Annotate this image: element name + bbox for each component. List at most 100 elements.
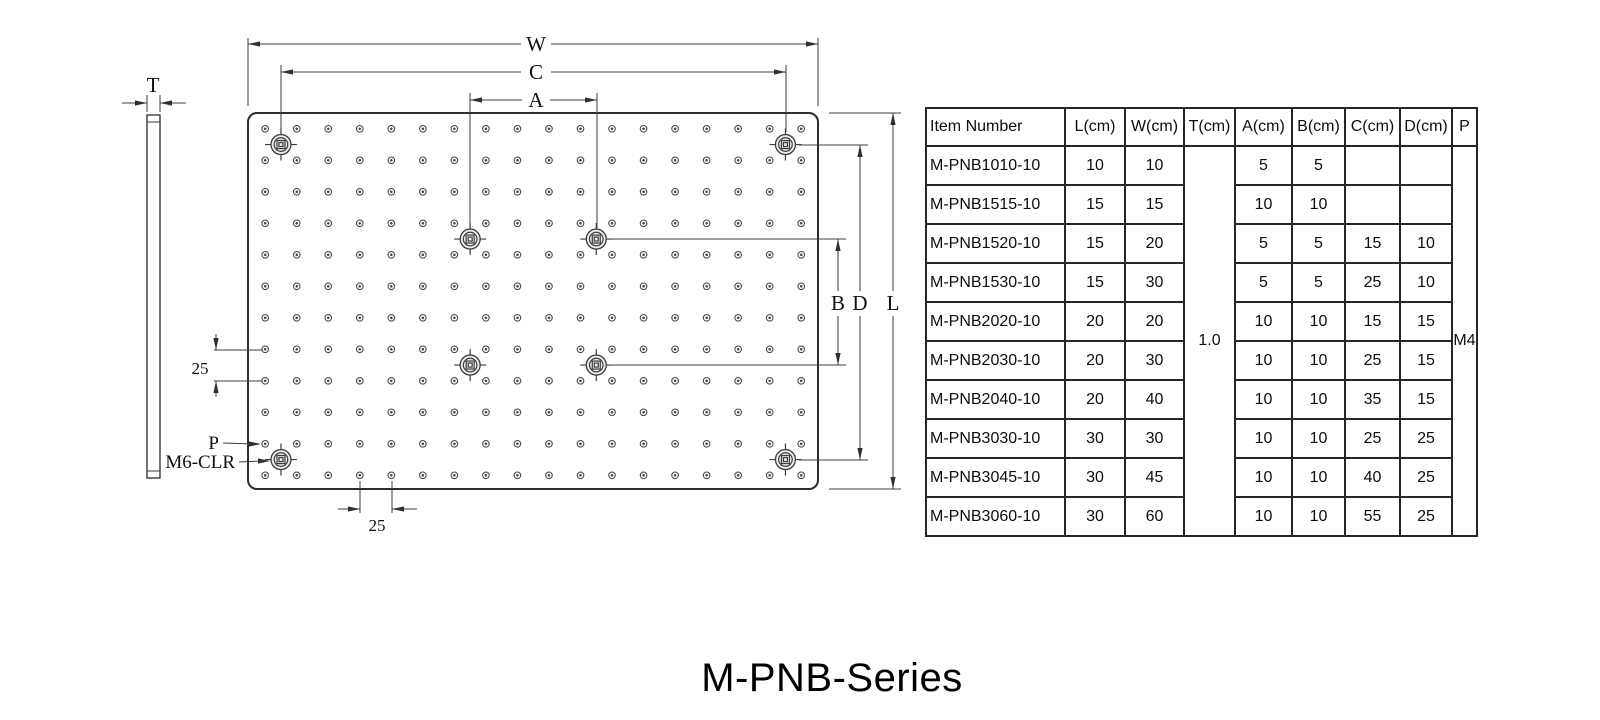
mounting-hole bbox=[797, 439, 806, 448]
mounting-hole bbox=[702, 156, 711, 165]
mounting-hole bbox=[545, 250, 553, 259]
dim-label-c: C bbox=[529, 60, 543, 84]
table-cell: 15 bbox=[1399, 340, 1453, 381]
table-cell: 25 bbox=[1399, 457, 1453, 498]
mounting-hole bbox=[576, 439, 585, 448]
mounting-hole bbox=[671, 471, 679, 480]
mounting-hole bbox=[261, 219, 270, 228]
mounting-hole bbox=[797, 156, 806, 165]
arrowhead bbox=[213, 338, 219, 350]
spec-table: Item Number L(cm) W(cm) T(cm) A(cm) B(cm… bbox=[925, 107, 1478, 537]
mounting-hole bbox=[734, 471, 743, 480]
mounting-hole bbox=[639, 408, 648, 417]
table-cell: 10 bbox=[1234, 340, 1293, 381]
col-header-a: A(cm) bbox=[1234, 107, 1293, 147]
mounting-hole bbox=[797, 250, 806, 259]
mounting-hole bbox=[387, 376, 396, 385]
mounting-hole bbox=[387, 156, 396, 165]
table-cell: 15 bbox=[1064, 184, 1126, 225]
mounting-hole bbox=[450, 282, 459, 291]
mounting-hole bbox=[387, 439, 396, 448]
table-cell: 5 bbox=[1291, 145, 1346, 186]
mounting-hole bbox=[576, 250, 585, 259]
table-cell: 10 bbox=[1234, 184, 1293, 225]
col-header-item: Item Number bbox=[925, 107, 1066, 147]
mounting-hole bbox=[639, 156, 648, 165]
mounting-hole bbox=[419, 408, 427, 417]
mounting-hole bbox=[387, 313, 396, 322]
mounting-hole bbox=[639, 282, 648, 291]
mounting-hole bbox=[734, 408, 743, 417]
col-header-t: T(cm) bbox=[1183, 107, 1236, 147]
item-number-cell: M-PNB1530-10 bbox=[925, 262, 1066, 303]
mounting-hole bbox=[482, 156, 490, 165]
table-cell: 5 bbox=[1291, 262, 1346, 303]
plate-top-view bbox=[247, 112, 819, 490]
counterbore-hole bbox=[769, 443, 802, 476]
mounting-hole bbox=[639, 471, 648, 480]
item-number-cell: M-PNB3030-10 bbox=[925, 418, 1066, 459]
mounting-hole bbox=[765, 282, 774, 291]
table-cell: 10 bbox=[1291, 379, 1346, 420]
hole-grid bbox=[261, 124, 806, 480]
arrowhead bbox=[135, 100, 147, 106]
mounting-hole bbox=[545, 408, 553, 417]
table-cell: 15 bbox=[1124, 184, 1185, 225]
table-cell: 55 bbox=[1344, 496, 1401, 537]
callout-m6clr-label: M6-CLR bbox=[165, 452, 235, 473]
mounting-hole bbox=[292, 376, 301, 385]
mounting-hole bbox=[545, 471, 553, 480]
mounting-hole bbox=[545, 187, 553, 196]
mounting-hole bbox=[450, 408, 459, 417]
mounting-hole bbox=[639, 313, 648, 322]
dim-label-l: L bbox=[887, 291, 900, 315]
mounting-hole bbox=[608, 219, 616, 228]
t-merged-cell: 1.0 bbox=[1183, 145, 1236, 537]
mounting-hole bbox=[576, 156, 585, 165]
arrowhead bbox=[857, 145, 863, 157]
item-number-cell: M-PNB2040-10 bbox=[925, 379, 1066, 420]
mounting-hole bbox=[450, 124, 459, 133]
mounting-hole bbox=[702, 376, 711, 385]
mounting-hole bbox=[734, 156, 743, 165]
mounting-hole bbox=[702, 313, 711, 322]
mounting-hole bbox=[419, 124, 427, 133]
mounting-hole bbox=[576, 124, 585, 133]
mounting-hole bbox=[765, 187, 774, 196]
table-cell: 10 bbox=[1234, 418, 1293, 459]
table-header-row: Item Number L(cm) W(cm) T(cm) A(cm) B(cm… bbox=[925, 107, 1478, 147]
mounting-hole bbox=[734, 219, 743, 228]
table-cell: 10 bbox=[1124, 145, 1185, 186]
mounting-hole bbox=[324, 313, 333, 322]
mounting-hole bbox=[608, 156, 616, 165]
mounting-hole bbox=[639, 250, 648, 259]
mounting-hole bbox=[261, 282, 270, 291]
mounting-hole bbox=[608, 439, 616, 448]
item-number-cell: M-PNB1520-10 bbox=[925, 223, 1066, 264]
mounting-hole bbox=[513, 376, 522, 385]
dim-label-w: W bbox=[526, 32, 546, 56]
mounting-hole bbox=[671, 156, 679, 165]
table-cell: 20 bbox=[1064, 379, 1126, 420]
counterbore-hole bbox=[769, 128, 802, 161]
pitch-label-bottom: 25 bbox=[369, 516, 386, 535]
mounting-hole bbox=[576, 345, 585, 354]
mounting-hole bbox=[355, 219, 364, 228]
mounting-hole bbox=[292, 124, 301, 133]
arrowhead bbox=[213, 381, 219, 393]
mounting-hole bbox=[545, 219, 553, 228]
counterbore-hole bbox=[580, 223, 613, 256]
mounting-hole bbox=[734, 313, 743, 322]
mounting-hole bbox=[292, 282, 301, 291]
mounting-hole bbox=[513, 471, 522, 480]
mounting-hole bbox=[450, 376, 459, 385]
item-number-cell: M-PNB2020-10 bbox=[925, 301, 1066, 342]
arrowhead bbox=[258, 458, 270, 464]
table-cell bbox=[1399, 184, 1453, 225]
table-cell: 5 bbox=[1234, 262, 1293, 303]
mounting-hole bbox=[608, 313, 616, 322]
mounting-hole bbox=[261, 408, 270, 417]
mounting-hole bbox=[608, 250, 616, 259]
